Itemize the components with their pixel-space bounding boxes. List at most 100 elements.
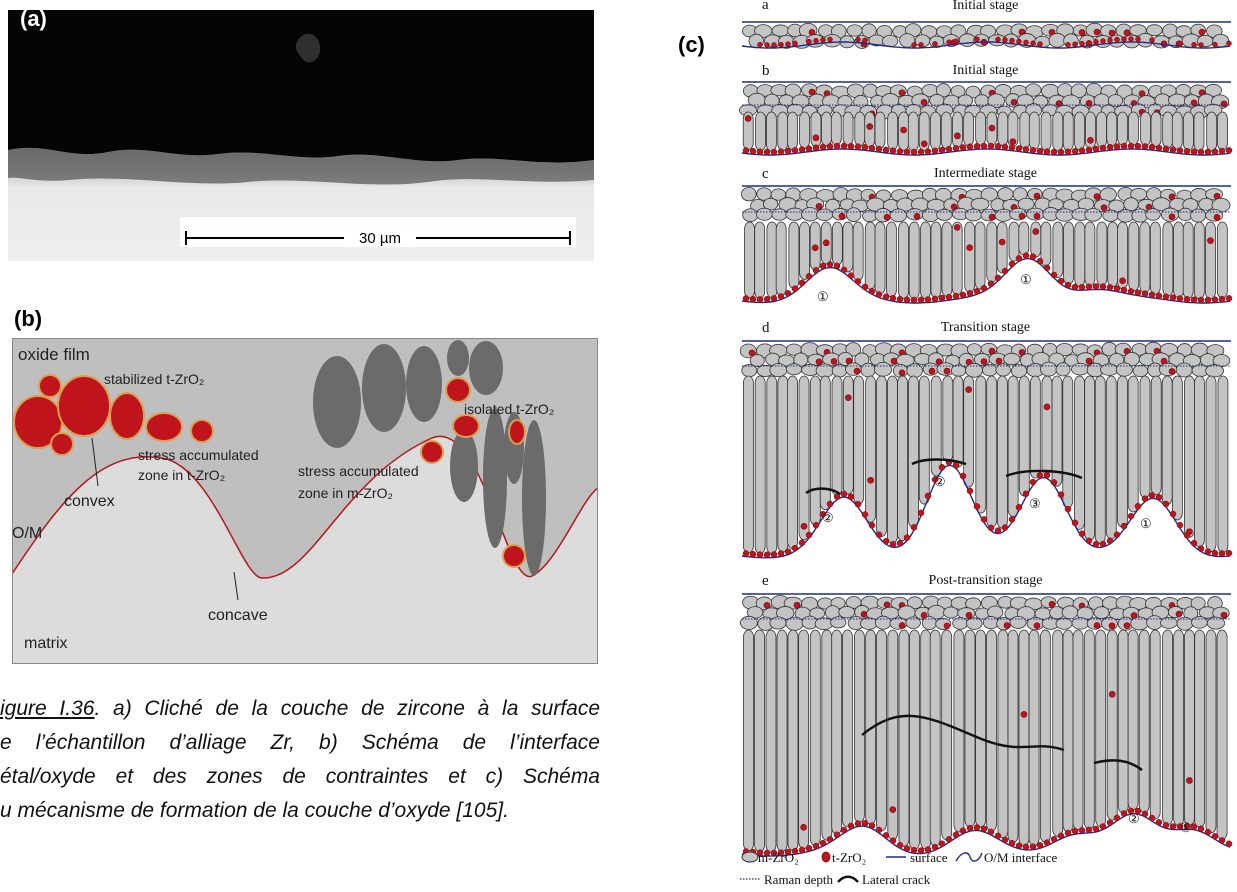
t-zro2-grain: [946, 39, 952, 45]
m-zro2-grain: [860, 617, 878, 630]
t-zro2-grain: [1086, 40, 1092, 46]
t-zro2-grain: [784, 147, 792, 155]
m-zro2-grain: [1062, 629, 1074, 833]
t-zro2-grain: [1183, 147, 1191, 155]
m-zro2-grain: [898, 629, 910, 847]
t-zro2-grain: [1099, 823, 1107, 830]
m-zro2-grain: [766, 221, 778, 299]
t-zro2-grain: [945, 293, 953, 301]
t-zro2-grain: [812, 144, 820, 152]
m-zro2-grain: [907, 596, 923, 610]
lateral-crack: [911, 458, 967, 466]
m-zro2-grain: [809, 629, 821, 846]
t-zro2-grain: [980, 516, 988, 523]
t-zro2-grain: [847, 493, 855, 501]
t-zro2-grain: [812, 521, 820, 529]
m-zro2-grain: [1127, 375, 1139, 513]
legend-t-zro2: t-ZrO₂: [832, 850, 867, 865]
t-zro2-grain: [819, 262, 827, 270]
t-zro2-grain: [875, 291, 883, 298]
t-zro2-grain: [1072, 41, 1078, 48]
marker-1: ①: [1020, 272, 1032, 287]
m-zro2-grain: [1074, 221, 1086, 287]
m-zro2-grain: [831, 629, 843, 835]
t-zro2-grain: [777, 849, 785, 856]
m-zro2-grain: [1096, 111, 1107, 148]
t-zro2-grain: [806, 38, 812, 45]
m-zro2-grain: [755, 111, 766, 152]
stage-title-d: Transition stage: [940, 320, 1031, 335]
t-zro2-grain: [1218, 147, 1226, 155]
m-zro2-grain: [1107, 221, 1119, 288]
lateral-crack: [1005, 469, 1083, 480]
m-zro2-grain: [785, 363, 803, 376]
t-zro2-grain: [918, 42, 924, 48]
m-zro2-grain: [1018, 629, 1030, 847]
m-zro2-grain: [1028, 629, 1040, 846]
m-zro2-grain: [784, 83, 802, 98]
t-zro2-grain: [966, 290, 974, 297]
t-zro2-grain: [830, 358, 838, 365]
t-zro2-grain: [749, 550, 757, 558]
m-zro2-grain: [952, 111, 963, 148]
m-zro2-grain: [975, 111, 987, 146]
t-zro2-grain: [798, 279, 806, 287]
t-zro2-grain: [1155, 493, 1163, 501]
t-zro2-grain: [994, 143, 1002, 150]
m-zro2-grain: [765, 111, 777, 152]
t-zro2-grain: [1106, 284, 1114, 291]
m-zro2-grain: [788, 221, 800, 289]
m-zro2-grain: [1184, 629, 1195, 826]
t-zro2-grain: [1020, 711, 1028, 718]
m-zro2-grain: [777, 111, 789, 151]
m-zro2-grain: [908, 221, 920, 300]
t-zro2-grain: [952, 145, 960, 152]
t-zro2-grain: [1092, 283, 1100, 290]
interface-band: [8, 147, 594, 185]
t-zro2-grain: [889, 806, 897, 813]
m-zro2-grain: [787, 375, 798, 549]
t-zro2-grain: [847, 142, 855, 150]
t-zro2-grain: [1064, 829, 1072, 837]
t-zro2-grain: [1213, 213, 1221, 221]
t-zro2-grain: [1092, 145, 1100, 153]
t-zro2-grain: [917, 509, 925, 517]
t-zro2-grain: [868, 144, 876, 152]
label-om: O/M: [12, 525, 42, 542]
t-zro2-grain: [1057, 491, 1065, 498]
t-zro2-grain: [1113, 285, 1121, 292]
t-zro2-grain: [1078, 283, 1086, 291]
t-zro2-grain: [896, 148, 904, 155]
t-zro2-grain: [1211, 549, 1219, 557]
t-zro2-grain: [868, 522, 876, 529]
t-zro2-grain: [861, 144, 869, 151]
m-zro2-grain: [1128, 221, 1140, 292]
t-zro2-grain: [1186, 777, 1193, 784]
t-zro2-grain: [1197, 825, 1205, 832]
t-zro2-grain: [1134, 289, 1142, 296]
t-zro2-grain: [973, 288, 981, 295]
t-zro2-grain: [833, 831, 841, 839]
t-zro2-grain: [1197, 545, 1205, 552]
m-zro2-grain: [935, 83, 951, 98]
t-zro2-grain: [861, 511, 869, 518]
t-zro2-grain: [1190, 148, 1198, 155]
t-zro2-grain: [1207, 237, 1214, 244]
t-zro2-grain: [812, 134, 820, 142]
m-zro2-grain: [982, 616, 999, 630]
m-zro2-grain: [854, 629, 865, 823]
t-zro2-grain: [931, 147, 939, 155]
t-zro2-grain: [1093, 193, 1101, 200]
t-zro2-grain: [1204, 548, 1212, 556]
t-zro2-grain: [840, 266, 848, 274]
m-zro2-grain: [1052, 111, 1064, 152]
t-zro2-grain: [924, 296, 932, 303]
t-zro2-grain: [896, 539, 904, 547]
stage-letter-c: c: [762, 166, 769, 182]
t-zro2-grain: [1093, 39, 1099, 45]
t-zro2-grain: [1037, 41, 1043, 47]
m-zro2-grain: [1062, 111, 1074, 152]
m-zro2-grain: [1205, 209, 1224, 222]
marker-2: ②: [822, 510, 834, 525]
t-zro2-grain: [1036, 842, 1044, 849]
